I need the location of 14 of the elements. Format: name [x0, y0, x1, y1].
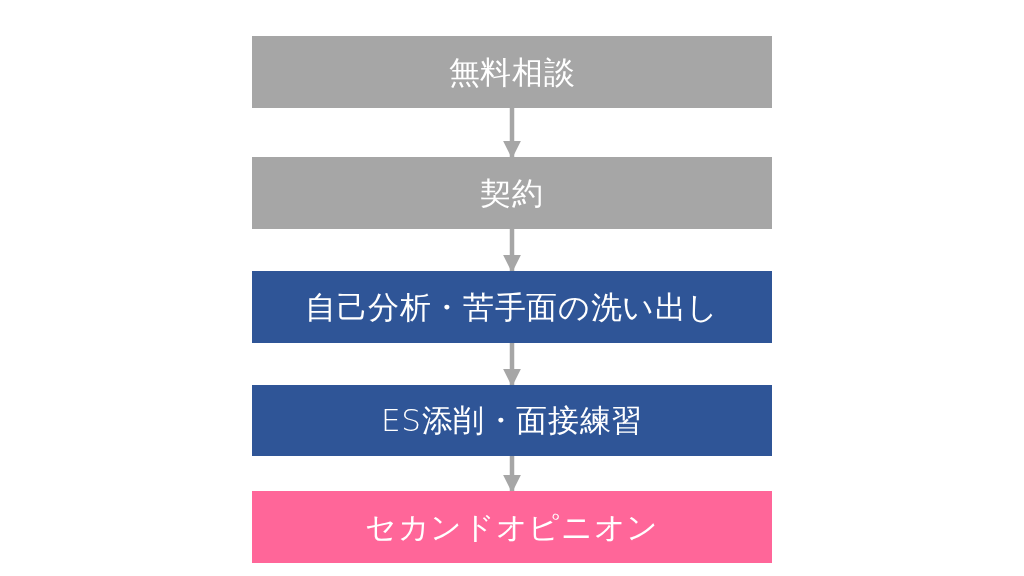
step-label: 無料相談 [448, 52, 576, 92]
arrow [503, 108, 521, 159]
arrow [503, 343, 521, 387]
arrow [503, 229, 521, 273]
step-label: セカンドオピニオン [365, 507, 659, 547]
process-box [252, 157, 772, 229]
process-box [252, 385, 772, 456]
arrow [503, 456, 521, 493]
process-box [252, 271, 772, 343]
step-label: 契約 [480, 173, 544, 213]
process-box [252, 491, 772, 563]
step-label: ES添削・面接練習 [381, 401, 643, 441]
step-label: 自己分析・苦手面の洗い出し [304, 287, 720, 327]
process-box [252, 36, 772, 108]
